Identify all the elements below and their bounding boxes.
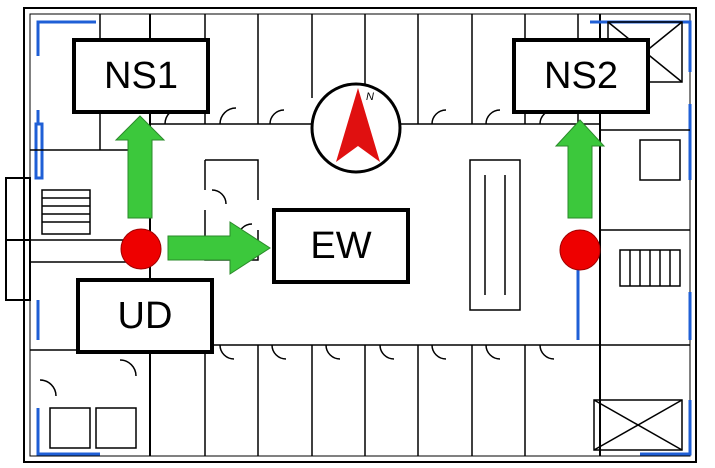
sensor-east <box>559 229 601 271</box>
label-ud-text: UD <box>117 294 173 337</box>
arrow-ns2 <box>554 119 606 219</box>
label-ns1: NS1 <box>72 38 210 114</box>
central-core <box>204 159 521 311</box>
north-compass: N <box>310 82 402 174</box>
label-ew-text: EW <box>310 224 372 267</box>
arrow-ns1 <box>114 115 166 219</box>
sensor-markers <box>120 228 601 271</box>
sensor-west <box>120 228 162 270</box>
direction-arrows <box>114 115 606 275</box>
compass-letter: N <box>366 91 374 103</box>
label-ud: UD <box>76 278 214 354</box>
compass-needle <box>336 88 380 162</box>
label-ew: EW <box>272 208 410 284</box>
label-ns2-text: NS2 <box>544 54 618 97</box>
arrow-ew <box>167 221 271 275</box>
south-rooms <box>150 344 600 456</box>
label-ns1-text: NS1 <box>104 54 178 97</box>
label-ns2: NS2 <box>512 38 650 114</box>
